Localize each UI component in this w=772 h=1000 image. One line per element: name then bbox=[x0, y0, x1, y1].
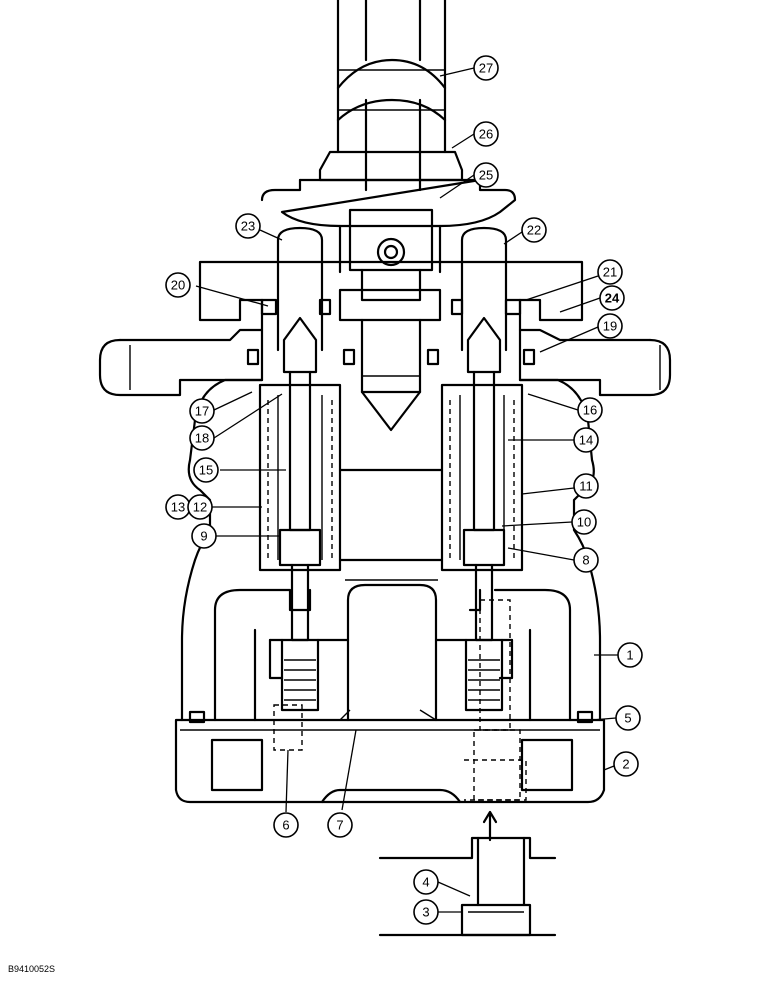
svg-text:8: 8 bbox=[582, 553, 589, 568]
svg-text:22: 22 bbox=[527, 223, 541, 238]
callout-25: 25 bbox=[473, 162, 499, 188]
callout-3: 3 bbox=[413, 899, 439, 925]
svg-text:10: 10 bbox=[577, 515, 591, 530]
plungers bbox=[282, 316, 502, 532]
spools bbox=[273, 563, 527, 801]
spring-housings bbox=[258, 383, 524, 572]
callout-11: 11 bbox=[573, 473, 599, 499]
callout-12: 12 bbox=[187, 494, 213, 520]
svg-text:11: 11 bbox=[579, 479, 593, 494]
base-casting bbox=[174, 709, 606, 804]
svg-text:19: 19 bbox=[603, 319, 617, 334]
callout-26: 26 bbox=[473, 121, 499, 147]
callout-9: 9 bbox=[191, 523, 217, 549]
detail-view bbox=[378, 810, 557, 937]
svg-text:5: 5 bbox=[624, 711, 631, 726]
callout-20: 20 bbox=[165, 272, 191, 298]
svg-text:24: 24 bbox=[605, 291, 620, 306]
callout-5: 5 bbox=[615, 705, 641, 731]
callout-6: 6 bbox=[273, 812, 299, 838]
callout-1: 1 bbox=[617, 642, 643, 668]
callout-2: 2 bbox=[613, 751, 639, 777]
callout-8: 8 bbox=[573, 547, 599, 573]
svg-text:13: 13 bbox=[171, 500, 185, 515]
central-plug bbox=[338, 288, 442, 432]
handle-assembly bbox=[298, 0, 482, 192]
svg-text:3: 3 bbox=[422, 905, 429, 920]
callout-17: 17 bbox=[189, 398, 215, 424]
svg-text:1: 1 bbox=[626, 648, 633, 663]
callout-23: 23 bbox=[235, 213, 261, 239]
callout-14: 14 bbox=[573, 427, 599, 453]
callout-15: 15 bbox=[193, 457, 219, 483]
svg-text:18: 18 bbox=[195, 431, 209, 446]
svg-text:7: 7 bbox=[336, 818, 343, 833]
cover-casting bbox=[98, 260, 672, 397]
svg-text:20: 20 bbox=[171, 278, 185, 293]
callout-22: 22 bbox=[521, 217, 547, 243]
svg-text:17: 17 bbox=[195, 404, 209, 419]
push-rods bbox=[276, 226, 508, 352]
callout-27: 27 bbox=[473, 55, 499, 81]
leader-lines bbox=[195, 67, 618, 913]
svg-text:12: 12 bbox=[193, 500, 207, 515]
callout-21: 21 bbox=[597, 259, 623, 285]
svg-text:16: 16 bbox=[583, 403, 597, 418]
svg-text:6: 6 bbox=[282, 818, 289, 833]
callout-7: 7 bbox=[327, 812, 353, 838]
svg-text:9: 9 bbox=[200, 529, 207, 544]
callout-10: 10 bbox=[571, 509, 597, 535]
callout-19: 19 bbox=[597, 313, 623, 339]
plate-assembly bbox=[260, 178, 517, 302]
svg-text:15: 15 bbox=[199, 463, 213, 478]
figure-code: B9410052S bbox=[8, 964, 55, 974]
callout-24: 24 bbox=[599, 285, 625, 311]
svg-text:21: 21 bbox=[603, 265, 617, 280]
svg-text:4: 4 bbox=[422, 875, 429, 890]
callouts: 27 26 25 23 22 20 21 24 19 17 18 16 14 1… bbox=[165, 55, 643, 925]
svg-text:27: 27 bbox=[479, 61, 493, 76]
svg-text:25: 25 bbox=[479, 168, 493, 183]
svg-text:14: 14 bbox=[579, 433, 593, 448]
callout-4: 4 bbox=[413, 869, 439, 895]
callout-13: 13 bbox=[165, 494, 191, 520]
callout-18: 18 bbox=[189, 425, 215, 451]
svg-text:26: 26 bbox=[479, 127, 493, 142]
callout-16: 16 bbox=[577, 397, 603, 423]
svg-text:23: 23 bbox=[241, 219, 255, 234]
svg-text:2: 2 bbox=[622, 757, 629, 772]
